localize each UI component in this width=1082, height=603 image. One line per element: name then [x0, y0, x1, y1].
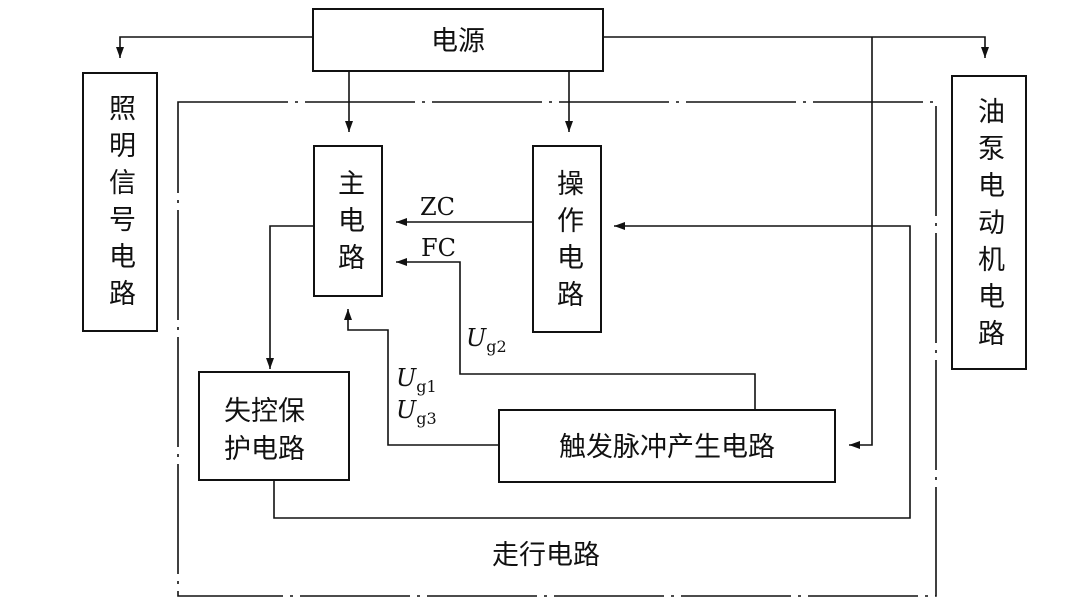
fc-arrow — [396, 258, 756, 410]
power-to-pump-arrow — [604, 36, 989, 58]
trigger-pulse-label: 触发脉冲产生电路 — [559, 432, 775, 463]
lighting-signal-label: 照明信号电路 — [104, 94, 135, 316]
ug3-label: Ug3 — [396, 396, 437, 428]
ug2-label: Ug2 — [466, 324, 507, 356]
protection-to-operation-arrow — [273, 222, 911, 519]
lighting-signal-block: 照明信号电路 — [82, 72, 158, 332]
trigger-pulse-block: 触发脉冲产生电路 — [498, 409, 836, 483]
power-block: 电源 — [312, 8, 604, 72]
operation-block: 操作电路 — [532, 145, 602, 333]
main-to-protection-arrow — [266, 225, 313, 369]
protection-text: 失控保护电路 — [224, 396, 305, 465]
protection-label: 失控保护电路 — [224, 393, 324, 469]
main-circuit-label: 主电路 — [333, 169, 364, 280]
travel-circuit-label: 走行电路 — [492, 540, 600, 571]
pump-motor-block: 油泵电动机电路 — [951, 75, 1027, 370]
travel-boundary — [177, 101, 937, 597]
zc-label: ZC — [420, 193, 456, 221]
protection-block: 失控保护电路 — [198, 371, 350, 481]
ug1-label: Ug1 — [396, 364, 437, 396]
power-to-lighting-arrow — [116, 36, 312, 58]
operation-label: 操作电路 — [552, 169, 583, 317]
ug-arrow — [344, 309, 498, 446]
pump-motor-label: 油泵电动机电路 — [973, 97, 1004, 356]
fc-label: FC — [421, 234, 457, 262]
main-circuit-block: 主电路 — [313, 145, 383, 297]
power-label: 电源 — [431, 26, 485, 57]
power-to-trigger-arrow — [849, 37, 873, 449]
